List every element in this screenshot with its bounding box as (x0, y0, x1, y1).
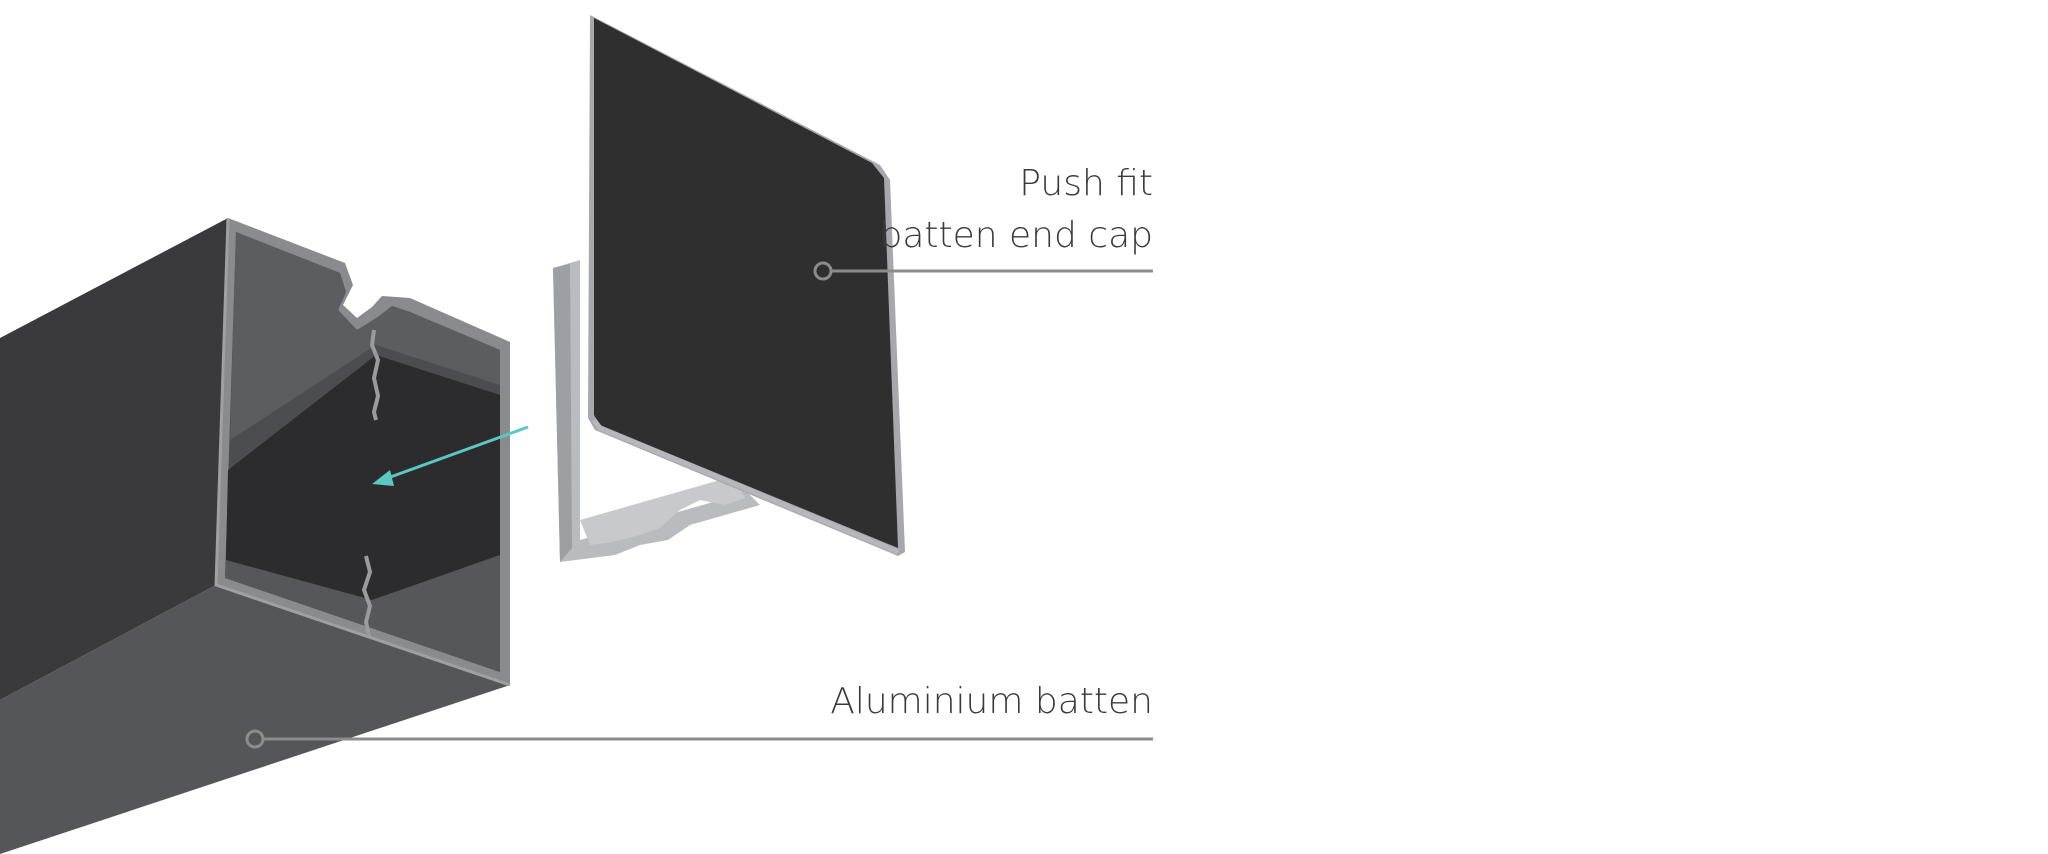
batten-edge-highlight (214, 217, 511, 687)
batten-cavity-shadow (226, 355, 500, 600)
arrow-shaft (384, 425, 529, 481)
end-cap-clip-lower (580, 480, 745, 545)
end-cap-plate-bottom-edge (592, 418, 899, 555)
batten-lower-rib (361, 555, 373, 637)
aluminium-batten (0, 217, 511, 854)
arrow-head (372, 470, 394, 486)
batten-inner-wall-top (230, 232, 500, 440)
batten-inner-floor (225, 555, 500, 672)
batten-upper-rib (369, 329, 381, 421)
end-cap-callout: Push fit batten end cap (813, 163, 1153, 281)
end-cap-clip (553, 260, 760, 562)
batten-top-face (0, 218, 228, 700)
end-cap-label-line1: Push fit (1019, 163, 1153, 204)
batten-label: Aluminium batten (830, 681, 1153, 722)
batten-front-face (0, 585, 510, 854)
end-cap-plate-face (594, 18, 898, 548)
end-cap-label-line2: batten end cap (879, 215, 1153, 256)
end-cap-clip-shade (553, 264, 572, 562)
batten-callout: Aluminium batten (245, 681, 1153, 749)
insertion-arrow (372, 425, 529, 486)
batten-end-cap (553, 15, 905, 562)
